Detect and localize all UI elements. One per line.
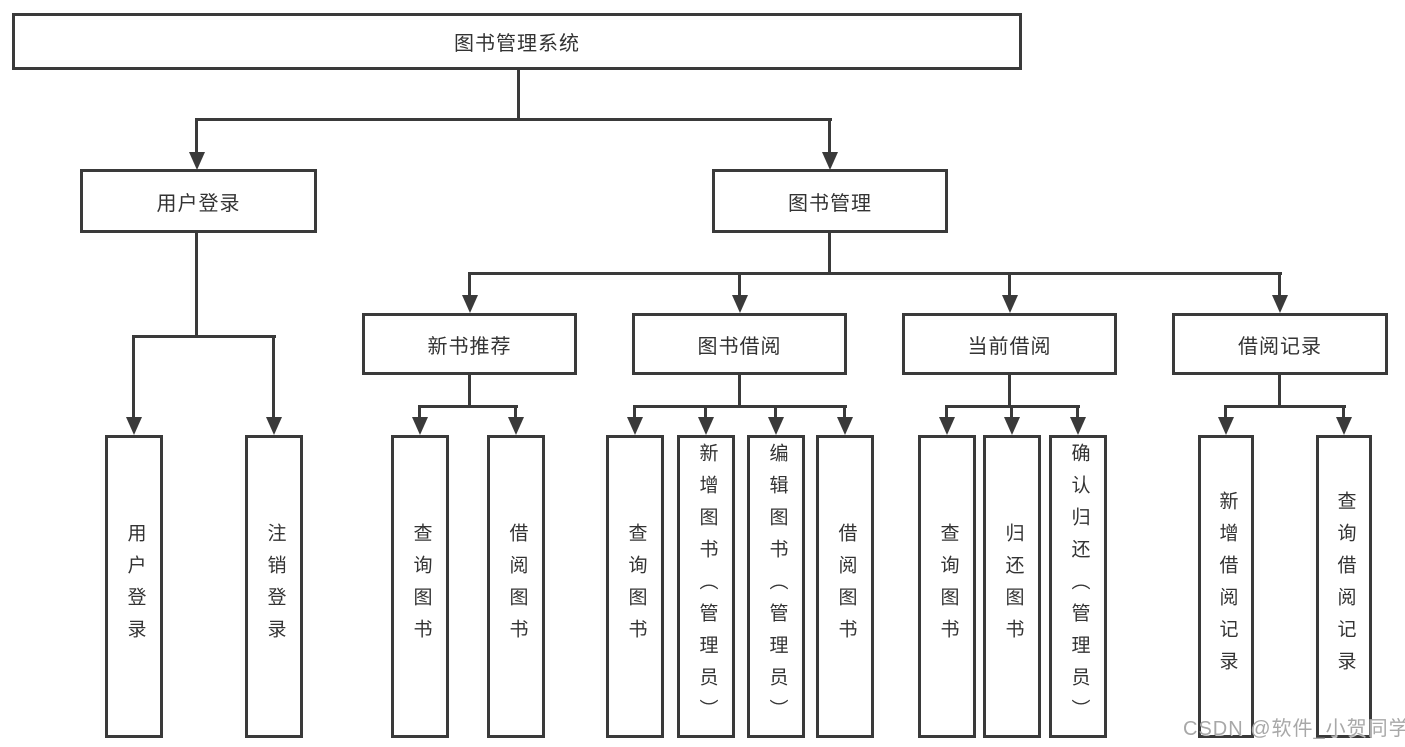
node-current-borrowing: 当前借阅	[902, 313, 1117, 375]
leaf-label: 编辑图书（管理员）	[766, 442, 788, 731]
connector-group-stem	[468, 375, 471, 408]
connector-group-stem	[738, 375, 741, 408]
arrow-down-icon	[266, 417, 282, 435]
arrow-down-icon	[1218, 417, 1234, 435]
leaf-label: 借阅图书	[506, 522, 528, 651]
node-leaf-query-borrow-record: 查询借阅记录	[1316, 435, 1372, 738]
arrow-down-icon	[732, 295, 748, 313]
connector-book-mgmt-drop	[828, 118, 831, 152]
connector-level3-bar	[468, 272, 1282, 275]
arrow-down-icon	[768, 417, 784, 435]
connector-leaf-bar	[633, 405, 847, 408]
connector-leaf-drop	[843, 405, 846, 417]
leaf-label: 用户登录	[124, 522, 146, 651]
arrow-down-icon	[939, 417, 955, 435]
node-leaf-confirm-return-admin: 确认归还（管理员）	[1049, 435, 1107, 738]
leaf-label: 查询图书	[937, 522, 959, 651]
arrow-down-icon	[508, 417, 524, 435]
node-root: 图书管理系统	[12, 13, 1022, 70]
leaf-label: 新增图书（管理员）	[696, 442, 718, 731]
leaf-label: 查询借阅记录	[1334, 490, 1356, 683]
connector-user-login-stem	[195, 233, 198, 338]
node-leaf-edit-books-admin: 编辑图书（管理员）	[747, 435, 805, 738]
leaf-label: 借阅图书	[835, 522, 857, 651]
node-borrowing-records: 借阅记录	[1172, 313, 1388, 375]
arrow-down-icon	[462, 295, 478, 313]
connector-leaf-bar	[1224, 405, 1346, 408]
connector-level3-drop	[738, 272, 741, 295]
connector-leaf-bar	[418, 405, 518, 408]
connector-leaf-drop	[272, 335, 275, 417]
arrow-down-icon	[837, 417, 853, 435]
node-leaf-logout: 注销登录	[245, 435, 303, 738]
connector-level2-bar	[196, 118, 832, 121]
arrow-down-icon	[1004, 417, 1020, 435]
arrow-down-icon	[822, 152, 838, 170]
connector-user-login-bar	[132, 335, 276, 338]
arrow-down-icon	[189, 152, 205, 170]
connector-leaf-drop	[1076, 405, 1079, 417]
arrow-down-icon	[1336, 417, 1352, 435]
connector-leaf-drop	[132, 335, 135, 417]
connector-leaf-drop	[514, 405, 517, 417]
connector-leaf-drop	[774, 405, 777, 417]
connector-leaf-drop	[1224, 405, 1227, 417]
connector-level3-drop	[468, 272, 471, 295]
leaf-label: 新增借阅记录	[1216, 490, 1238, 683]
leaf-label: 查询图书	[625, 522, 647, 651]
connector-leaf-drop	[945, 405, 948, 417]
leaf-label: 注销登录	[264, 522, 286, 651]
connector-leaf-drop	[1010, 405, 1013, 417]
connector-user-login-drop	[195, 118, 198, 152]
node-leaf-query-books-current: 查询图书	[918, 435, 976, 738]
leaf-label: 归还图书	[1002, 522, 1024, 651]
node-leaf-user-login: 用户登录	[105, 435, 163, 738]
leaf-label: 确认归还（管理员）	[1068, 442, 1090, 731]
arrow-down-icon	[126, 417, 142, 435]
connector-leaf-drop	[1342, 405, 1345, 417]
node-new-book-recommend: 新书推荐	[362, 313, 577, 375]
arrow-down-icon	[627, 417, 643, 435]
connector-root-stem	[517, 70, 520, 121]
connector-level3-drop	[1008, 272, 1011, 295]
arrow-down-icon	[1272, 295, 1288, 313]
node-book-management: 图书管理	[712, 169, 948, 233]
node-leaf-return-books: 归还图书	[983, 435, 1041, 738]
node-leaf-borrow-books: 借阅图书	[816, 435, 874, 738]
connector-group-stem	[1278, 375, 1281, 408]
node-user-login: 用户登录	[80, 169, 317, 233]
connector-group-stem	[1008, 375, 1011, 408]
arrow-down-icon	[698, 417, 714, 435]
connector-book-mgmt-stem	[828, 233, 831, 275]
leaf-label: 查询图书	[410, 522, 432, 651]
node-leaf-add-books-admin: 新增图书（管理员）	[677, 435, 735, 738]
connector-level3-drop	[1278, 272, 1281, 295]
connector-leaf-drop	[704, 405, 707, 417]
arrow-down-icon	[1070, 417, 1086, 435]
node-book-borrowing: 图书借阅	[632, 313, 847, 375]
connector-leaf-drop	[418, 405, 421, 417]
arrow-down-icon	[412, 417, 428, 435]
csdn-watermark: CSDN @软件_小贺同学	[1183, 718, 1405, 740]
connector-leaf-drop	[633, 405, 636, 417]
node-leaf-query-books-recommend: 查询图书	[391, 435, 449, 738]
node-leaf-query-books-borrowing: 查询图书	[606, 435, 664, 738]
node-leaf-borrow-books-recommend: 借阅图书	[487, 435, 545, 738]
node-leaf-add-borrow-record: 新增借阅记录	[1198, 435, 1254, 738]
arrow-down-icon	[1002, 295, 1018, 313]
